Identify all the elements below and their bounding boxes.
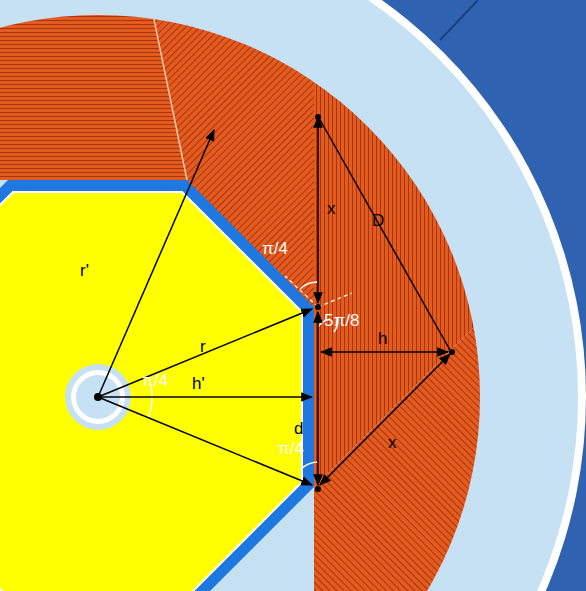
dimension-lines <box>98 117 450 485</box>
dimension-label: D <box>372 212 384 229</box>
dimension-label: x <box>388 434 397 451</box>
dimension-label: r <box>200 338 206 355</box>
pole-frame <box>0 180 314 591</box>
dimension-label: π/4 <box>278 440 304 457</box>
pole-core <box>0 192 302 591</box>
dimension-label: 5π/8 <box>324 312 359 329</box>
dimension-label: r' <box>80 262 89 279</box>
dimension-label: h' <box>192 375 205 392</box>
dimension-label: π/4 <box>142 372 168 389</box>
dimension-label: d <box>294 420 303 437</box>
dimension-label: h <box>378 330 387 347</box>
dimension-label: x <box>327 200 336 217</box>
dimension-label: π/4 <box>262 240 288 257</box>
